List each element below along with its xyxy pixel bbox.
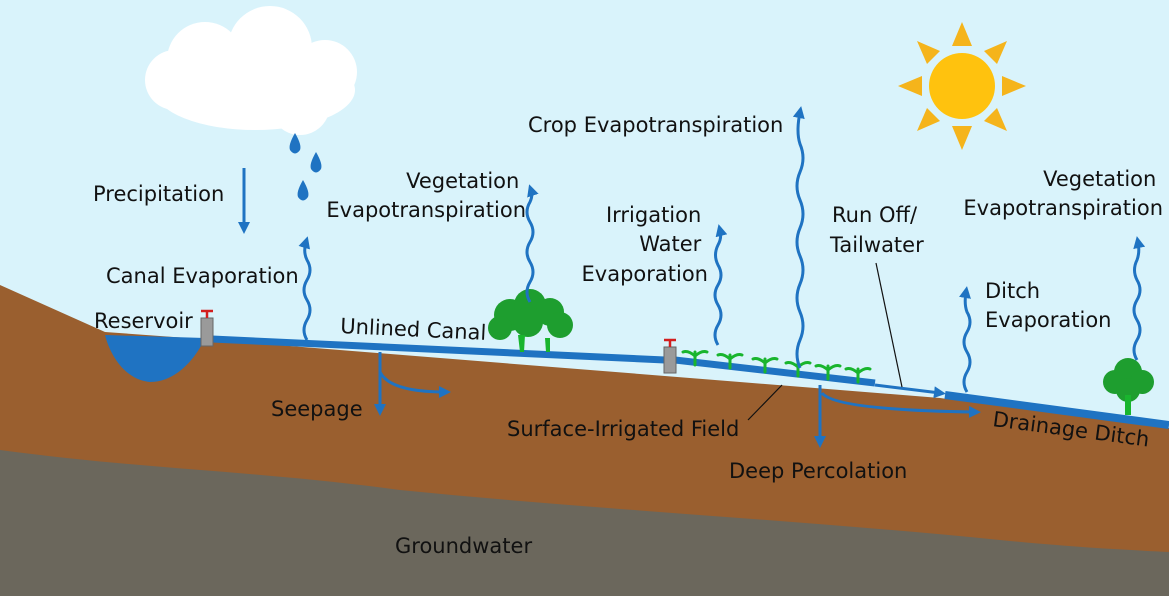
label-vegetation-evapotranspiration-right: Vegetation Evapotranspiration (963, 167, 1163, 220)
runoff-tailwater-leader (875, 262, 903, 388)
label-reservoir: Reservoir (94, 309, 193, 333)
groundwater-layer (0, 450, 1169, 596)
vegetation-evapotranspiration-right-arrow (1132, 236, 1146, 361)
reservoir-water (105, 335, 205, 382)
label-surface-irrigated-field: Surface-Irrigated Field (507, 417, 739, 441)
crop-evapotranspiration-arrow (792, 106, 805, 369)
canal-water-line (211, 335, 666, 364)
canal-evaporation-arrow (298, 236, 312, 341)
label-precipitation: Precipitation (93, 182, 224, 206)
ditch-tree-icon (1103, 358, 1154, 415)
label-crop-evapotranspiration: Crop Evapotranspiration (528, 113, 783, 137)
label-vegetation-evapotranspiration-left: Vegetation Evapotranspiration (326, 169, 526, 222)
runoff-arrow (874, 383, 946, 399)
vegetation-evapotranspiration-left-arrow (525, 184, 539, 303)
seepage-lateral-arrow (378, 371, 451, 398)
cloud-icon (145, 6, 357, 135)
ditch-water-line (944, 391, 1169, 429)
reservoir-gate (200, 309, 214, 347)
label-deep-percolation: Deep Percolation (729, 459, 907, 483)
raindrops-icon (289, 133, 322, 201)
label-irrigation-water-evaporation: Irrigation Water Evaporation (582, 203, 708, 286)
label-groundwater: Groundwater (395, 534, 532, 558)
ditch-evaporation-arrow (959, 286, 972, 393)
field-gate (663, 338, 677, 374)
label-run-off-tailwater: Run Off/ Tailwater (829, 203, 924, 257)
surface-irrigated-field-leader (747, 384, 783, 421)
field-lateral-arrow (820, 391, 981, 418)
field-water-line (674, 356, 876, 387)
label-canal-evaporation: Canal Evaporation (106, 264, 299, 288)
label-ditch-evaporation: Ditch Evaporation (985, 279, 1111, 332)
tree-icon (488, 289, 573, 352)
label-seepage: Seepage (271, 397, 363, 421)
sun-icon (898, 22, 1026, 150)
irrigation-water-evaporation-arrow (713, 224, 728, 346)
